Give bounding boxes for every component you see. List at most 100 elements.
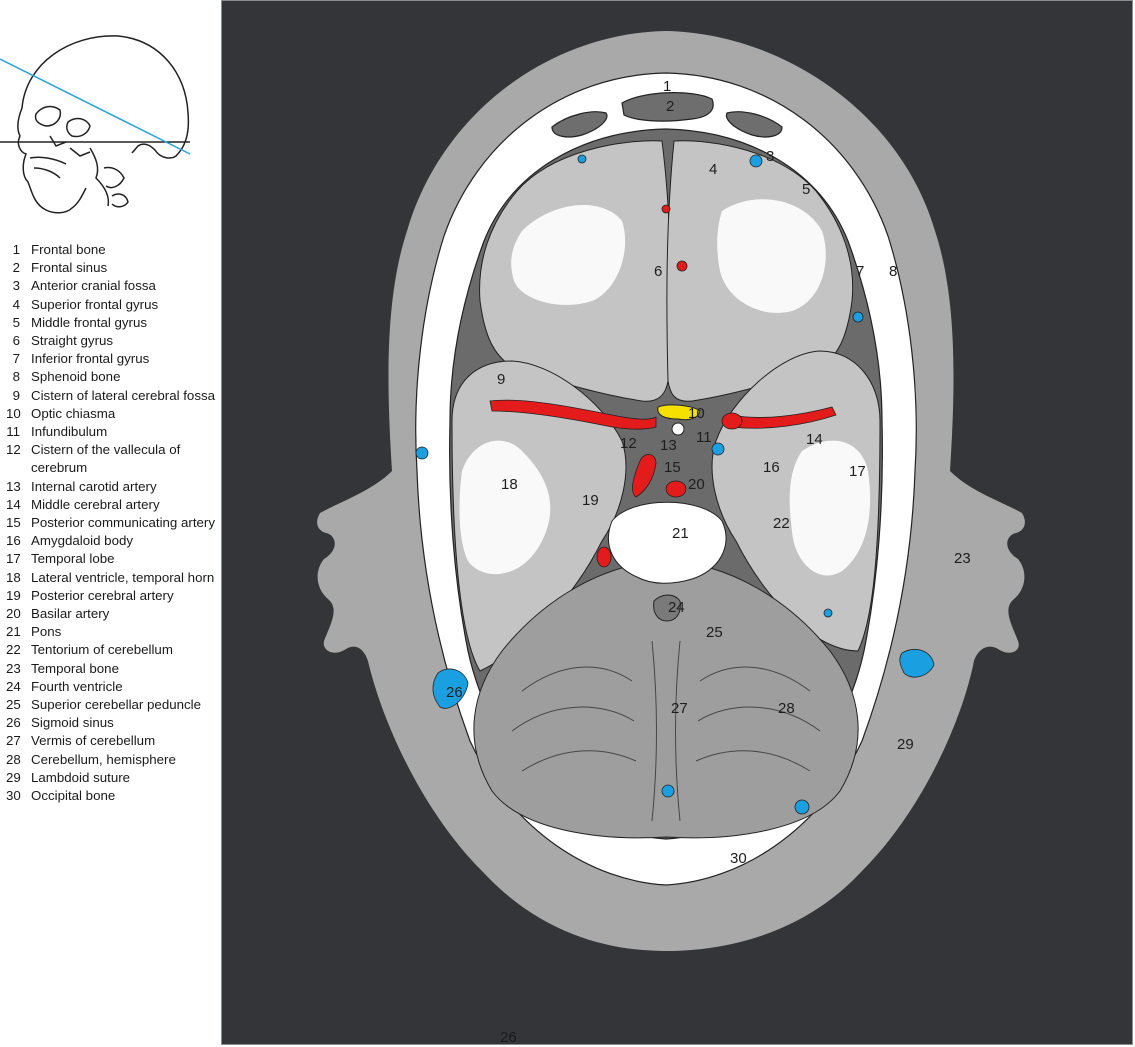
figure-panel: 1 2 3 4 5 6 7 8 9 10 11 12 13 14 15 16 1… [221, 0, 1133, 1045]
figure-label: 7 [856, 263, 864, 280]
legend-item-label: Lateral ventricle, temporal horn [31, 569, 215, 585]
figure-label: 15 [664, 459, 681, 476]
legend-item: 7 Inferior frontal gyrus [6, 350, 218, 368]
legend-item: 10 Optic chiasma [6, 405, 218, 423]
sigmoid-sinus-left-shape [432, 668, 469, 709]
pons [607, 501, 727, 584]
legend-item-label: Basilar artery [31, 606, 110, 622]
figure-label: 28 [778, 700, 795, 717]
optic-chiasma-shape [657, 404, 701, 421]
legend-item-label: Vermis of cerebellum [31, 733, 156, 749]
legend-item: 19 Posterior cerebral artery [6, 587, 218, 605]
legend-item-number: 27 [6, 733, 21, 749]
legend-item-label: Anterior cranial fossa [31, 278, 156, 294]
legend-item: 25 Superior cerebellar peduncle [6, 696, 218, 714]
legend-item-label: Optic chiasma [31, 405, 116, 421]
legend-item: 13 Internal carotid artery [6, 478, 218, 496]
legend-item-label: Amygdaloid body [31, 533, 134, 549]
middle-cerebral-artery-right [731, 406, 837, 429]
legend-item-number: 21 [6, 624, 21, 640]
figure-label: 8 [889, 263, 897, 280]
figure-label: 5 [802, 181, 810, 198]
legend-item-number: 28 [6, 751, 21, 767]
skull-outline [21, 35, 190, 159]
legend-item-number: 11 [6, 424, 20, 440]
figure-label: 20 [688, 476, 705, 493]
figure-label: 3 [766, 148, 774, 165]
legend-item-label: Temporal lobe [31, 551, 115, 567]
legend-item-number: 26 [6, 715, 21, 731]
legend-item-label: Fourth ventricle [31, 678, 123, 694]
legend-item: 11 Infundibulum [6, 423, 218, 441]
figure-label: 21 [672, 525, 689, 542]
legend-item-number: 10 [6, 405, 21, 421]
axial-section-figure: 1 2 3 4 5 6 7 8 9 10 11 12 13 14 15 16 1… [317, 31, 1025, 951]
figure-label: 25 [706, 624, 723, 641]
legend-item: 23 Temporal bone [6, 660, 218, 678]
legend-item-number: 30 [6, 788, 21, 804]
legend-item-number: 29 [6, 769, 21, 785]
section-plane-line [0, 58, 191, 155]
figure-label: 11 [696, 429, 712, 446]
legend-item: 16 Amygdaloid body [6, 532, 218, 550]
legend-item-label: Superior cerebellar peduncle [31, 697, 202, 713]
figure-label: 30 [730, 850, 747, 867]
legend-item-number: 17 [6, 551, 21, 567]
legend-item-number: 3 [12, 278, 20, 294]
legend-item-number: 25 [6, 697, 21, 713]
legend-item-label: Infundibulum [31, 424, 108, 440]
figure-label: 10 [688, 405, 705, 422]
legend-item-label: Occipital bone [31, 788, 116, 804]
infundibulum-shape [671, 422, 685, 436]
frontal-sinus [621, 92, 714, 122]
legend-item: 18 Lateral ventricle, temporal horn [6, 569, 218, 587]
legend-item: 27 Vermis of cerebellum [6, 732, 218, 750]
figure-label: 12 [620, 435, 637, 452]
figure-label: 16 [763, 459, 780, 476]
legend-item-label: Pons [31, 624, 62, 640]
face-outline [17, 107, 87, 214]
legend-item-label: Cerebellum, hemisphere [31, 751, 176, 767]
legend-item-label: Inferior frontal gyrus [31, 351, 150, 367]
sigmoid-sinus-right-shape [899, 649, 935, 678]
legend-item-number: 23 [6, 660, 21, 676]
legend-item-number: 15 [6, 515, 21, 531]
legend-item-label: Superior frontal gyrus [31, 296, 159, 312]
figure-label: 4 [709, 161, 717, 178]
legend-item-label: Sphenoid bone [31, 369, 121, 385]
legend-item-number: 16 [6, 533, 21, 549]
legend-item-number: 7 [12, 351, 20, 367]
fourth-ventricle [653, 594, 681, 622]
legend-item-number: 13 [6, 478, 21, 494]
figure-label: 19 [582, 492, 599, 509]
legend-item-number: 18 [6, 569, 21, 585]
figure-label: 1 [663, 78, 671, 95]
legend-item: 17 Temporal lobe [6, 550, 218, 568]
legend-item-number: 22 [6, 642, 21, 658]
legend-item-number: 19 [6, 587, 21, 603]
legend-item-label: Posterior cerebral artery [31, 587, 174, 603]
legend-item-label: Straight gyrus [31, 333, 114, 349]
figure-label: 2 [666, 98, 674, 115]
frontal-sinus-left [551, 111, 608, 138]
cerebellum [473, 560, 859, 839]
legend-item: 3 Anterior cranial fossa [6, 277, 218, 295]
legend-item-label: Internal carotid artery [31, 478, 157, 494]
basilar-artery-shape [665, 480, 687, 498]
legend-item-label: Frontal sinus [31, 260, 108, 276]
figure-label: 17 [849, 463, 866, 480]
middle-cerebral-artery-left [489, 399, 657, 430]
legend-item: 28 Cerebellum, hemisphere [6, 751, 218, 769]
legend-item-label: Temporal bone [31, 660, 119, 676]
